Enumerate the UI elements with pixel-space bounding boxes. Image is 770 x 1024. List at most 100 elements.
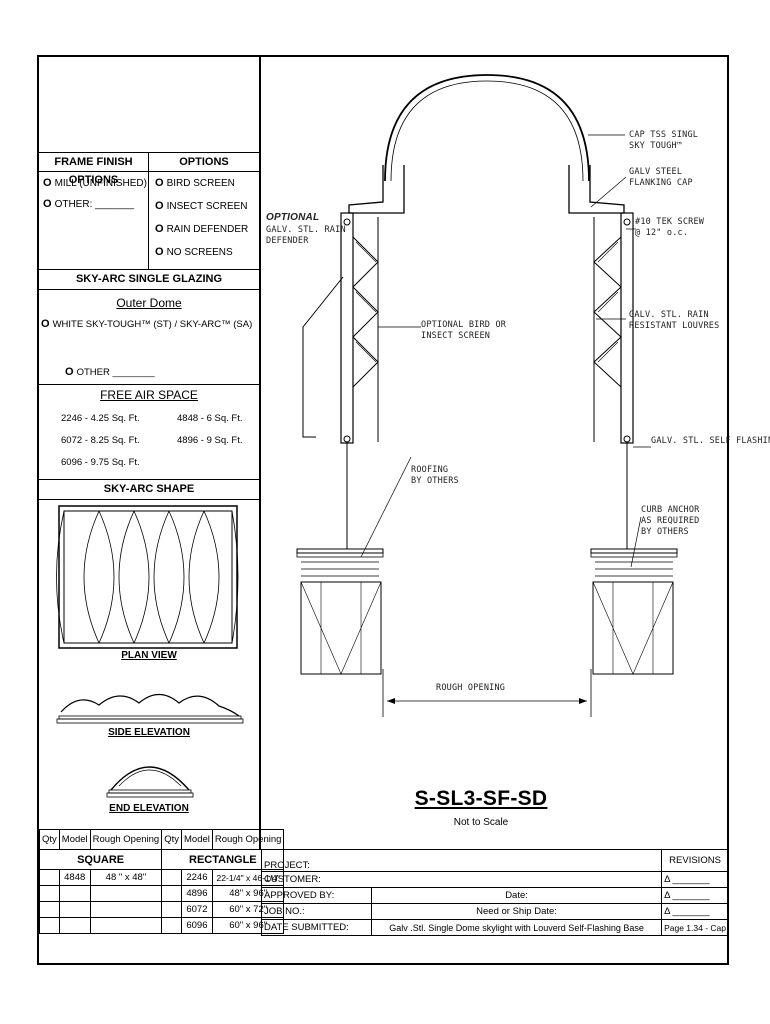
radio-icon: O (155, 200, 164, 212)
rough-cell (89, 917, 163, 934)
radio-icon: O (155, 177, 164, 189)
model-table: Qty Model Rough Opening Qty Model Rough … (38, 829, 285, 934)
label-roofing: ROOFING BY OTHERS (411, 465, 459, 486)
table-row: 6096 60" x 96" (39, 917, 285, 934)
model-cell: 4896 (181, 885, 213, 902)
label-rain-defender: GALV. STL. RAIN DEFENDER (266, 225, 346, 246)
free-air-4848: 4848 - 6 Sq. Ft. (177, 413, 243, 424)
qty-cell[interactable] (39, 885, 60, 902)
label-cap: CAP TSS SINGL SKY TOUGH™ (629, 130, 699, 151)
date-field[interactable]: Date: (370, 887, 663, 904)
table-row: 4848 48 " x 48" 2246 22-1/4" x 46-1/4" (39, 869, 285, 886)
logo-area (39, 57, 259, 152)
radio-icon: O (155, 223, 164, 235)
model-cell: 2246 (181, 869, 213, 886)
label-tek-screw: #10 TEK SCREW @ 12" o.c. (635, 217, 705, 238)
rough-cell (89, 885, 163, 902)
label-optional: OPTIONAL (266, 212, 320, 223)
radio-icon: O (41, 318, 50, 330)
qty-cell[interactable] (39, 901, 60, 918)
label-bird-screen: OPTIONAL BIRD OR INSECT SCREEN (421, 320, 507, 341)
label-galv-cap: GALV STEEL FLANKING CAP (629, 167, 693, 188)
frame-finish-header: FRAME FINISH OPTIONS (39, 153, 148, 186)
job-no-field[interactable]: JOB NO.: (261, 903, 372, 920)
customer-field[interactable]: CUSTOMER: (260, 871, 663, 888)
qty-cell[interactable] (161, 885, 182, 902)
free-air-2246: 2246 - 4.25 Sq. Ft. (61, 413, 140, 424)
title-block: S-SL3-SF-SD Not to Scale (401, 787, 561, 828)
model-cell (58, 917, 91, 934)
radio-icon: O (43, 177, 52, 189)
glazing-header: SKY-ARC SINGLE GLAZING (39, 270, 259, 290)
free-air-6072: 6072 - 8.25 Sq. Ft. (61, 435, 140, 446)
col-qty: Qty (161, 829, 182, 850)
skylight-section-graphic (296, 74, 678, 717)
label-louvres: GALV. STL. RAIN RESISTANT LOUVRES (629, 310, 720, 331)
project-field[interactable]: PROJECT: (260, 849, 663, 872)
model-cell (58, 885, 91, 902)
qty-cell[interactable] (161, 869, 182, 886)
end-elevation-label: END ELEVATION (109, 803, 189, 814)
qty-cell[interactable] (39, 869, 60, 886)
outer-dome-label: Outer Dome (116, 296, 182, 310)
scale-note: Not to Scale (453, 817, 509, 828)
revision-line[interactable]: Δ _______ (661, 871, 729, 888)
table-row: 6072 60" x 72" (39, 901, 285, 918)
label-rough-opening: ROUGH OPENING (436, 683, 506, 693)
page-number: Page 1.34 - Cap (661, 919, 729, 936)
drawing-title: S-SL3-SF-SD (414, 787, 548, 810)
model-cell (58, 901, 91, 918)
table-row: 4896 48" x 96" (39, 885, 285, 902)
free-air-4896: 4896 - 9 Sq. Ft. (177, 435, 243, 446)
side-elevation-label: SIDE ELEVATION (108, 727, 190, 738)
drawing-description: Galv .Stl. Single Dome skylight with Lou… (370, 919, 663, 936)
revision-line[interactable]: Δ _______ (661, 903, 729, 920)
revision-line[interactable]: Δ _______ (661, 887, 729, 904)
model-cell: 6096 (181, 917, 213, 934)
label-flashing: GALV. STL. SELF FLASHING (651, 436, 770, 446)
col-rough-opening: Rough Opening (211, 829, 285, 850)
square-header: SQUARE (38, 849, 163, 870)
label-curb-anchor: CURB ANCHOR AS REQUIRED BY OTHERS (641, 505, 700, 537)
shape-block: SKY-ARC SHAPE PLAN VIEW SIDE ELEVATION E… (39, 479, 259, 829)
options-header: OPTIONS (149, 153, 259, 172)
revisions-header: REVISIONS (661, 849, 729, 872)
approved-field[interactable]: APPROVED BY: (261, 887, 372, 904)
shape-header: SKY-ARC SHAPE (39, 480, 259, 500)
date-submitted-field[interactable]: DATE SUBMITTED: (261, 919, 372, 936)
col-model: Model (58, 829, 91, 850)
radio-icon: O (43, 198, 52, 210)
plan-view-label: PLAN VIEW (121, 650, 177, 661)
rough-cell (89, 901, 163, 918)
rough-cell: 48 " x 48" (89, 869, 163, 886)
shape-views-graphic (56, 505, 244, 798)
qty-cell[interactable] (161, 901, 182, 918)
col-rough-opening: Rough Opening (89, 829, 163, 850)
section-drawing: CAP TSS SINGL SKY TOUGH™ GALV STEEL FLAN… (261, 57, 770, 849)
qty-cell[interactable] (161, 917, 182, 934)
radio-icon: O (155, 246, 164, 258)
model-cell: 6072 (181, 901, 213, 918)
col-model: Model (181, 829, 213, 850)
free-air-header: FREE AIR SPACE (100, 388, 198, 402)
col-qty: Qty (39, 829, 60, 850)
qty-cell[interactable] (39, 917, 60, 934)
radio-icon: O (65, 366, 74, 378)
ship-date-field[interactable]: Need or Ship Date: (370, 903, 663, 920)
project-info-table: PROJECT: REVISIONS CUSTOMER: Δ _______ A… (260, 849, 729, 936)
free-air-6096: 6096 - 9.75 Sq. Ft. (61, 457, 140, 468)
free-air-block: FREE AIR SPACE 2246 - 4.25 Sq. Ft. 4848 … (39, 384, 259, 479)
model-cell: 4848 (58, 869, 91, 886)
